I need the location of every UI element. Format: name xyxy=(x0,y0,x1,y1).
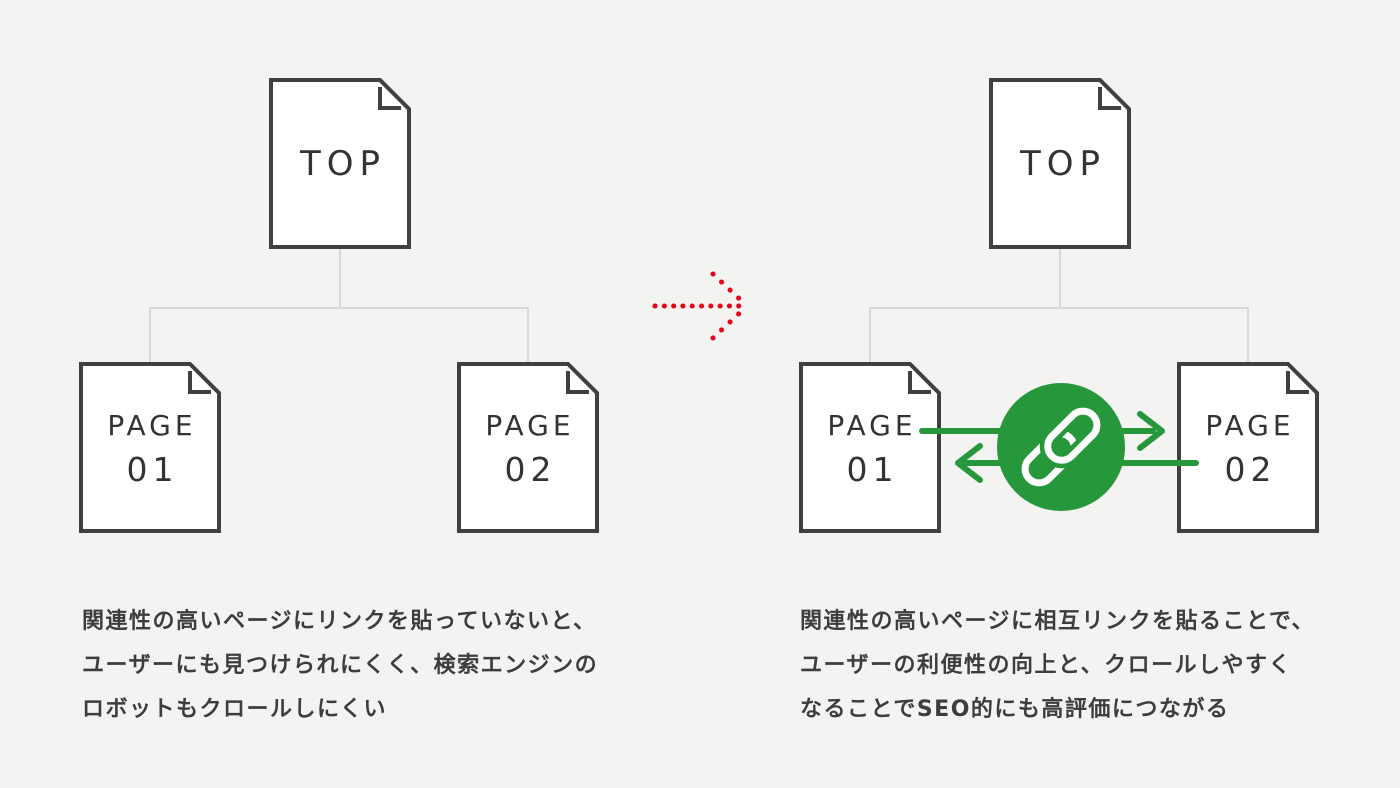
link-icon xyxy=(997,383,1125,511)
caption-line: ユーザーにも見つけられにくく、検索エンジンの xyxy=(82,653,599,678)
right-doc-top: TOP xyxy=(989,78,1131,249)
doc-label-top: TOP xyxy=(989,78,1131,249)
doc-label-page-01: PAGE 01 xyxy=(799,362,941,533)
caption-line: ロボットもクロールしにくい xyxy=(82,697,388,722)
doc-label-text: PAGE xyxy=(1205,408,1295,442)
left-doc-page-02: PAGE 02 xyxy=(457,362,599,533)
left-doc-page-01: PAGE 01 xyxy=(79,362,221,533)
caption-line: 関連性の高いページにリンクを貼っていないと、 xyxy=(82,609,597,634)
right-doc-page-02: PAGE 02 xyxy=(1177,362,1319,533)
doc-label-top: TOP xyxy=(269,78,411,249)
caption-line: 関連性の高いページに相互リンクを貼ることで、 xyxy=(800,609,1316,634)
document-icon xyxy=(989,78,1131,249)
transition-arrow-icon xyxy=(652,271,750,341)
doc-label-number: 01 xyxy=(126,449,179,489)
doc-label-text: PAGE xyxy=(485,408,575,442)
caption-line: なることでSEO的にも高評価につながる xyxy=(800,697,1230,722)
doc-label-text: PAGE xyxy=(107,408,197,442)
doc-label-number: 02 xyxy=(1224,449,1277,489)
document-icon xyxy=(457,362,599,533)
doc-label-text: TOP xyxy=(299,143,387,184)
document-icon xyxy=(79,362,221,533)
left-doc-top: TOP xyxy=(269,78,411,249)
doc-label-page-02: PAGE 02 xyxy=(1177,362,1319,533)
doc-label-number: 02 xyxy=(504,449,557,489)
document-icon xyxy=(799,362,941,533)
doc-label-text: TOP xyxy=(1019,143,1107,184)
document-icon xyxy=(269,78,411,249)
doc-label-page-02: PAGE 02 xyxy=(457,362,599,533)
mutual-link-arrows xyxy=(919,411,1199,483)
document-icon xyxy=(1177,362,1319,533)
doc-label-number: 01 xyxy=(846,449,899,489)
caption-line: ユーザーの利便性の向上と、クロールしやすく xyxy=(800,653,1292,678)
doc-label-text: PAGE xyxy=(827,408,917,442)
doc-label-page-01: PAGE 01 xyxy=(79,362,221,533)
right-doc-page-01: PAGE 01 xyxy=(799,362,941,533)
right-caption: 関連性の高いページに相互リンクを貼ることで、 ユーザーの利便性の向上と、クロール… xyxy=(800,600,1315,732)
left-caption: 関連性の高いページにリンクを貼っていないと、 ユーザーにも見つけられにくく、検索… xyxy=(82,600,598,732)
